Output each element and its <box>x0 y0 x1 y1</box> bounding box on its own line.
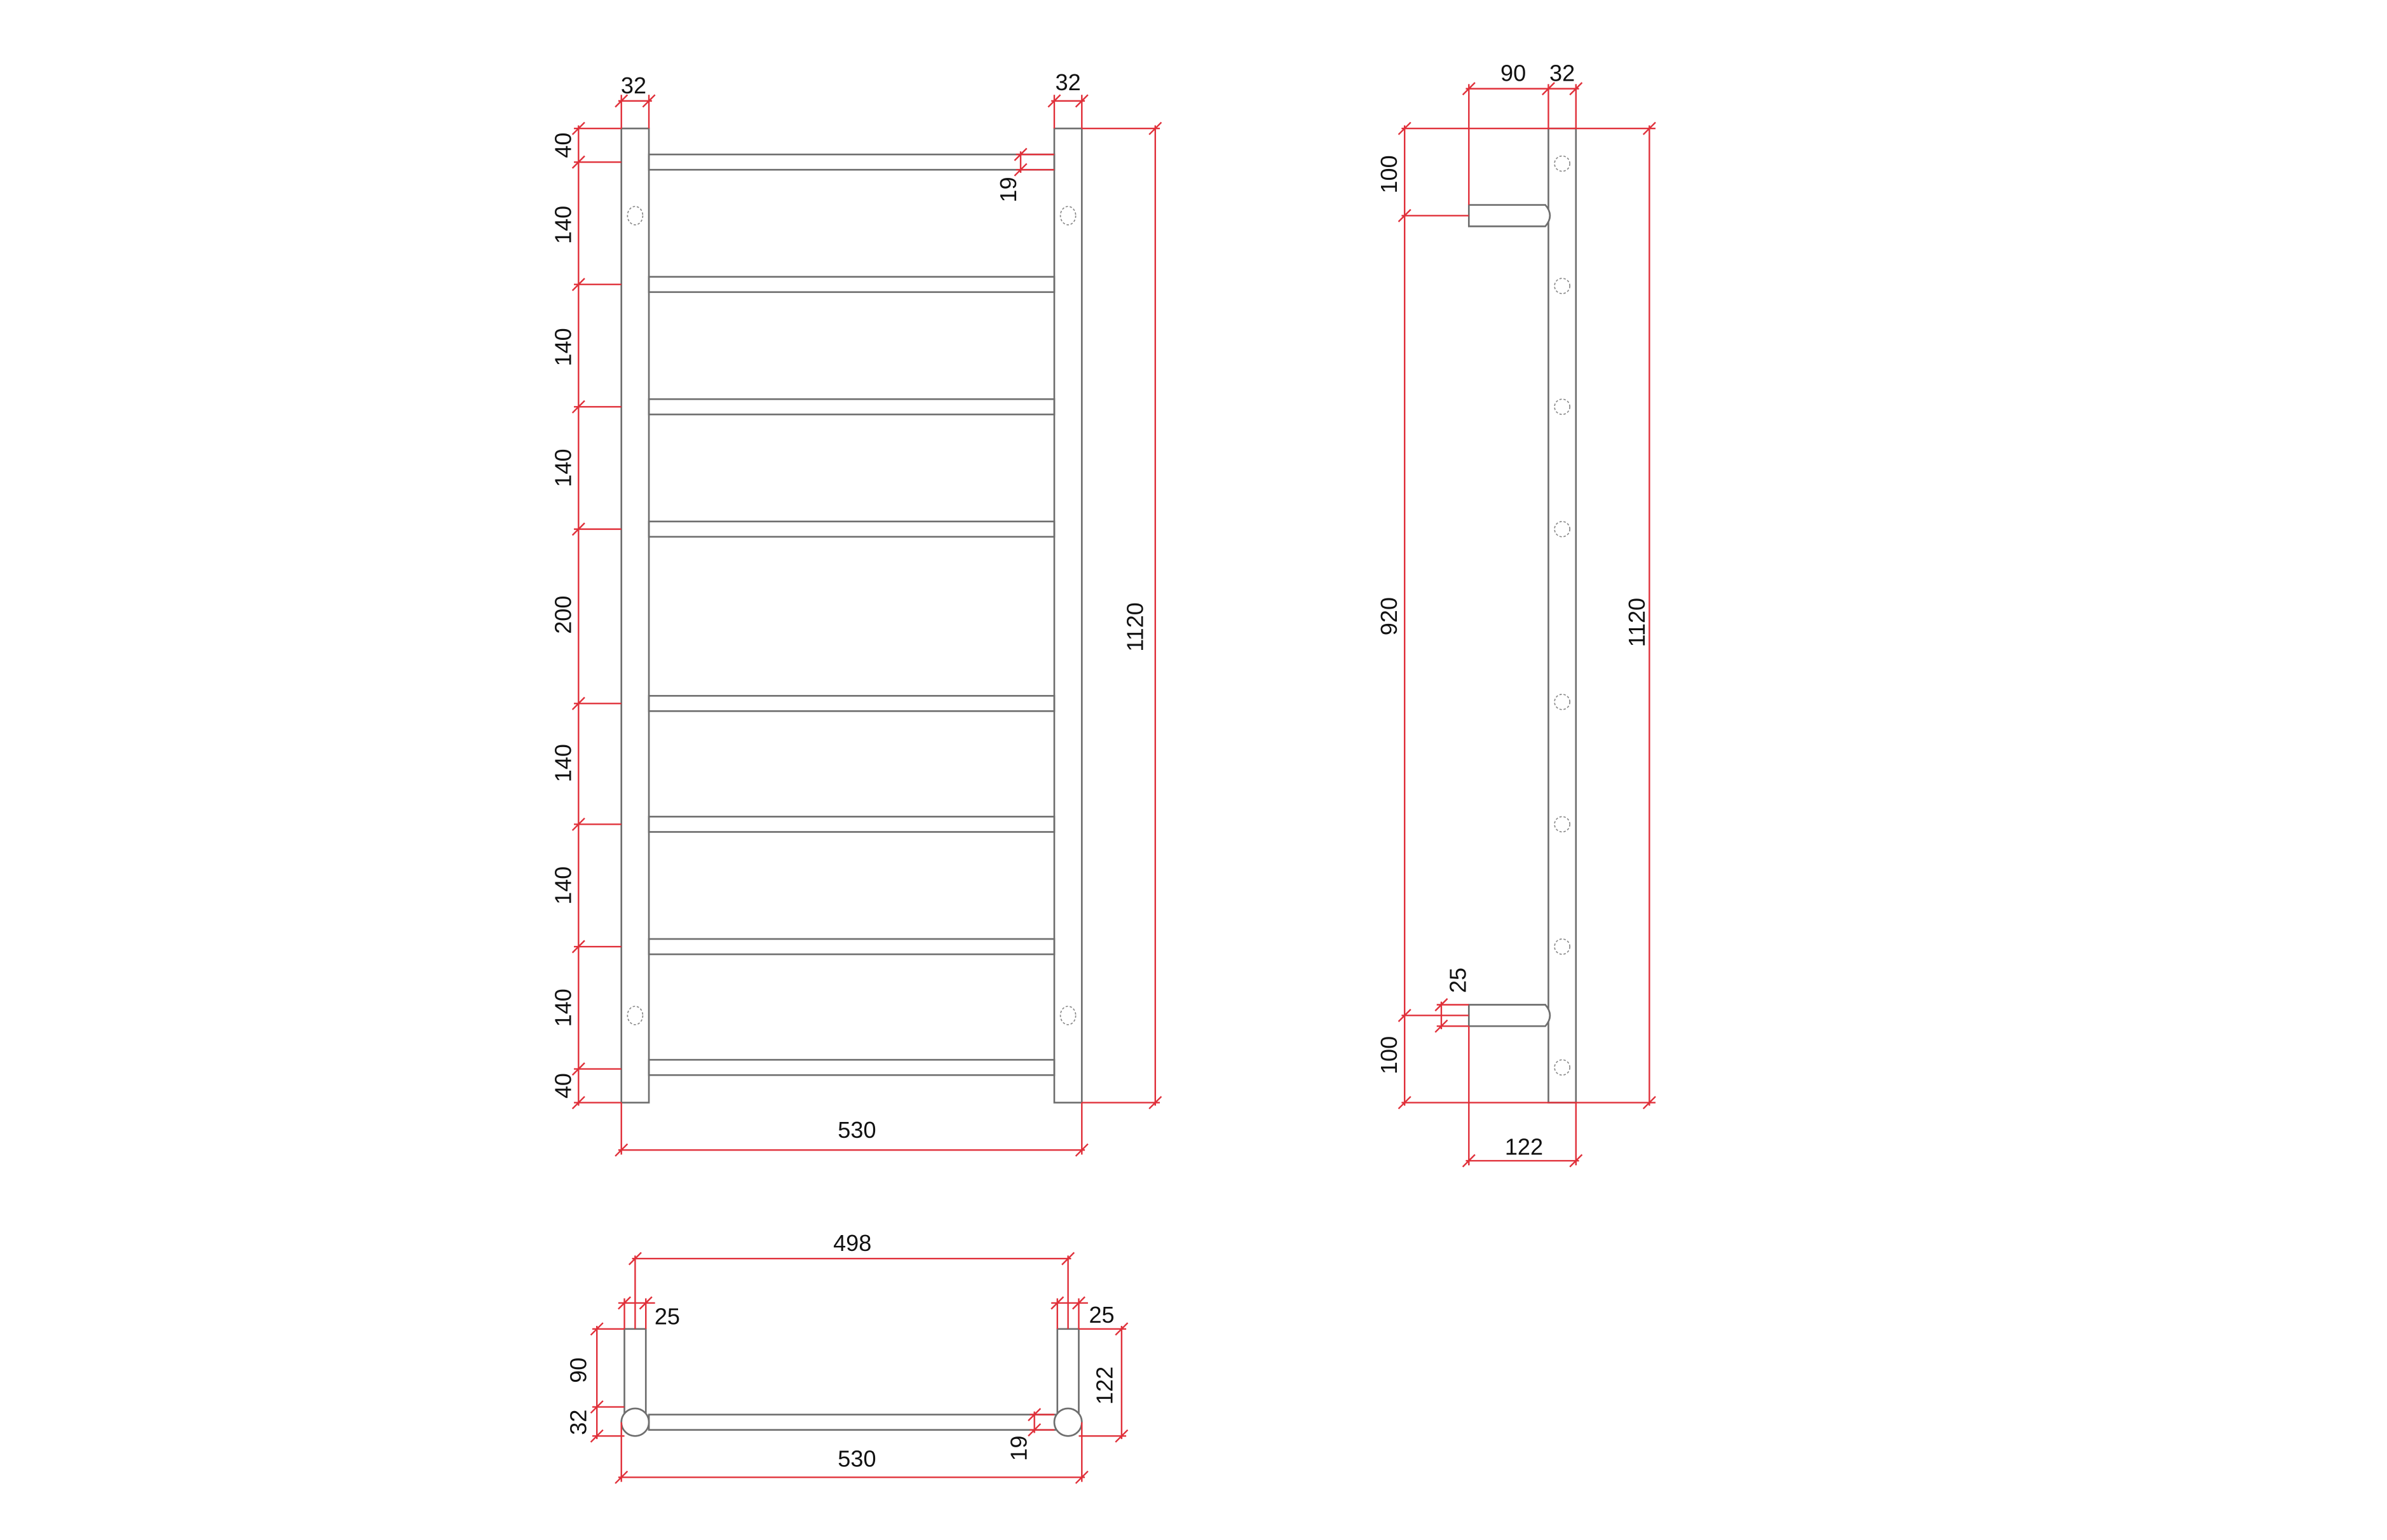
left-rail-section <box>620 1407 650 1437</box>
dim-spacing: 140 <box>550 206 576 244</box>
crossbar <box>648 1058 1056 1076</box>
dim-spacing: 200 <box>550 596 576 634</box>
dim-bracket-diameter: 25 <box>1445 968 1471 993</box>
right-rail <box>1053 127 1083 1104</box>
dim-total-depth: 122 <box>1091 1367 1117 1405</box>
dim-bracket-left: 25 <box>655 1304 680 1330</box>
dim-spacing: 140 <box>550 989 576 1027</box>
right-bracket <box>1056 1328 1080 1419</box>
side-rail <box>1547 127 1577 1104</box>
dim-bar-thickness: 19 <box>995 177 1021 202</box>
dim-rail-width-right: 32 <box>1056 69 1081 95</box>
dim-rail-depth: 32 <box>565 1410 591 1435</box>
dim-top-offset: 100 <box>1376 155 1402 193</box>
crossbar <box>648 816 1056 833</box>
dim-rail-width: 32 <box>1549 60 1575 86</box>
crossbar <box>648 938 1056 956</box>
dim-standoff: 90 <box>1500 60 1526 86</box>
dim-bar-thickness: 19 <box>1006 1435 1032 1461</box>
dim-bottom-offset: 100 <box>1376 1036 1402 1074</box>
top-view: 498 25 25 90 32 122 19 530 <box>565 1230 1129 1485</box>
mounting-holes <box>1554 155 1571 1076</box>
crossbar <box>648 694 1056 712</box>
top-bracket <box>1467 204 1551 227</box>
dim-total-width: 530 <box>838 1117 876 1143</box>
dim-total-height: 1120 <box>1624 598 1650 647</box>
crossbar <box>648 398 1056 415</box>
dim-spacing: 140 <box>550 328 576 366</box>
mounting-holes <box>627 206 1077 1025</box>
dim-spacing: 40 <box>550 1073 576 1098</box>
crossbar <box>648 520 1056 538</box>
left-bracket <box>623 1328 647 1419</box>
dim-spacing: 140 <box>550 867 576 905</box>
crossbars <box>648 153 1056 1076</box>
crossbar <box>648 1414 1059 1431</box>
dim-total-width: 530 <box>838 1445 876 1471</box>
crossbar <box>648 153 1056 171</box>
dim-standoff: 90 <box>565 1358 591 1383</box>
front-view: 32 32 40 140 140 140 200 140 140 140 40 … <box>550 69 1162 1158</box>
dim-bracket-right: 25 <box>1089 1302 1114 1328</box>
dim-middle: 920 <box>1376 597 1402 635</box>
side-view: 90 32 100 920 100 1120 25 122 <box>1376 60 1657 1168</box>
crossbar <box>648 276 1056 294</box>
dim-inner-width: 498 <box>833 1230 871 1256</box>
dim-rail-width-left: 32 <box>621 72 646 98</box>
left-rail <box>620 127 650 1104</box>
dim-spacing: 140 <box>550 744 576 782</box>
dim-total-depth: 122 <box>1505 1133 1543 1159</box>
dim-spacing: 40 <box>550 133 576 158</box>
dim-total-height: 1120 <box>1122 602 1148 652</box>
right-rail-section <box>1053 1407 1083 1437</box>
bottom-bracket <box>1467 1004 1551 1027</box>
dim-spacing: 140 <box>550 449 576 487</box>
